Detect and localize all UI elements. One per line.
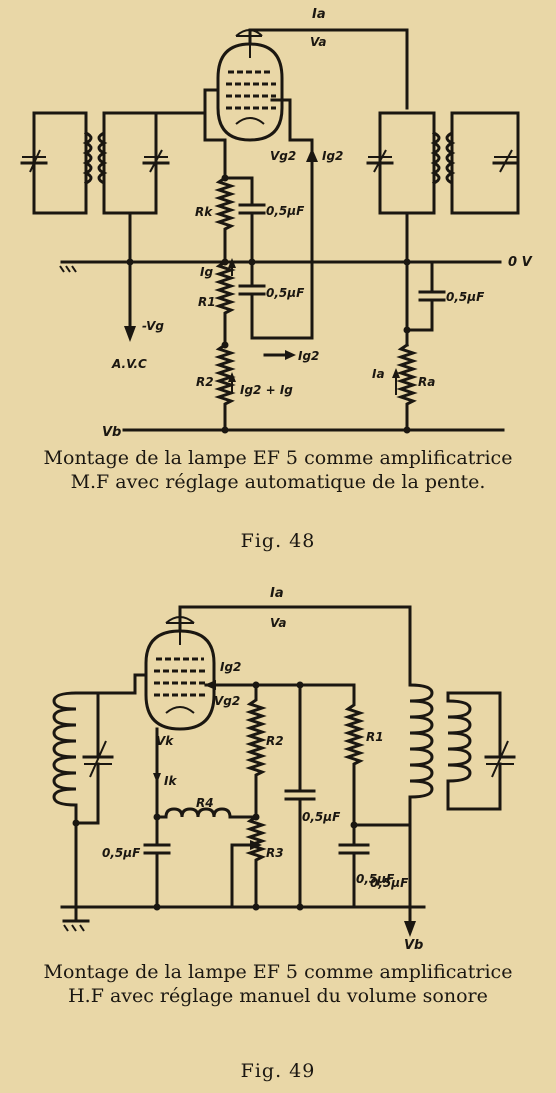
label-r4: R4 — [196, 796, 214, 810]
label-c4: 0,5µF — [370, 876, 409, 890]
label-va: Va — [270, 616, 286, 630]
label-ia: Ia — [312, 7, 326, 22]
label-r1: R1 — [366, 730, 384, 744]
label-avc: A.V.C — [111, 357, 147, 371]
label-c2: 0,5µF — [102, 846, 141, 860]
label-c1: 0,5µF — [302, 810, 341, 824]
caption-fig49-line2: H.F avec réglage manuel du volume sonore — [68, 985, 488, 1007]
label-rk: Rk — [195, 205, 213, 219]
caption-fig48: Montage de la lampe EF 5 comme amplifica… — [0, 446, 556, 494]
label-c3: 0,5µF — [356, 872, 395, 886]
label-r3: R3 — [266, 846, 284, 860]
label-r2: R2 — [266, 734, 284, 748]
schematic-fig48: Ia Va Vg2 Ig2 Rk 0,5µF 0 V Ig R1 0,5µF 0… — [20, 7, 533, 440]
label-ig2-right: Ig2 — [298, 349, 319, 363]
input-tank-fig49 — [52, 691, 114, 825]
label-ig: Ig — [200, 265, 213, 279]
label-vb: Vb — [404, 938, 423, 953]
label-r2: R2 — [196, 375, 214, 389]
output-tank-fig48 — [366, 111, 520, 215]
ef5-tube-fig48 — [216, 29, 284, 142]
schematic-fig49: Ia Va Ig2 Vg2 Vk Ik R2 R1 R4 0,5µF 0,5µF… — [52, 586, 516, 953]
label-c2: 0,5µF — [266, 286, 305, 300]
input-tank-fig48 — [20, 111, 170, 215]
label-vk: Vk — [156, 734, 174, 748]
caption-fig48-line1: Montage de la lampe EF 5 comme amplifica… — [43, 447, 513, 469]
label-vg2: Vg2 — [214, 694, 240, 708]
fig48-label: Fig. 48 — [240, 530, 316, 552]
label-c3: 0,5µF — [446, 290, 485, 304]
label-ik: Ik — [164, 774, 177, 788]
label-c1: 0,5µF — [266, 204, 305, 218]
label-ia: Ia — [270, 586, 284, 601]
label-ig2-ig: Ig2 + Ig — [240, 383, 293, 397]
label-vg2: Vg2 — [270, 149, 296, 163]
caption-fig49-line1: Montage de la lampe EF 5 comme amplifica… — [43, 961, 513, 983]
label-va: Va — [310, 35, 326, 49]
label-ig2-up: Ig2 — [322, 149, 343, 163]
label-0v: 0 V — [508, 255, 533, 270]
output-tank-fig49 — [408, 683, 516, 827]
caption-fig49: Montage de la lampe EF 5 comme amplifica… — [0, 960, 556, 1008]
label-vb: Vb — [102, 425, 121, 440]
ground-symbol-fig48 — [59, 260, 82, 273]
label-ia-lower: Ia — [372, 367, 385, 381]
label-vg: -Vg — [142, 319, 164, 333]
ground-symbol-fig49 — [62, 905, 90, 932]
label-ig2: Ig2 — [220, 660, 241, 674]
label-ra: Ra — [418, 375, 435, 389]
label-r1: R1 — [198, 295, 216, 309]
ef5-tube-fig49 — [144, 616, 216, 731]
caption-fig48-line2: M.F avec réglage automatique de la pente… — [70, 471, 486, 493]
fig49-label: Fig. 49 — [240, 1060, 316, 1082]
